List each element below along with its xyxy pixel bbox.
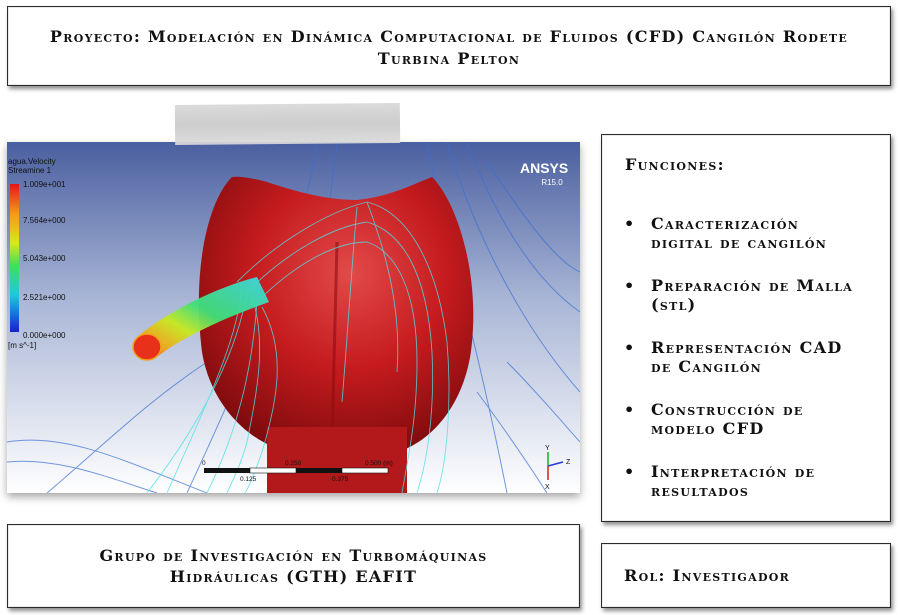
legend-tick: 7.564e+000 [23,216,66,225]
axis-label-x: X [545,484,550,491]
bullet-icon: • [624,400,636,419]
jet-nozzle [132,333,162,361]
legend-tick: 2.521e+000 [23,293,66,302]
bucket-streamlines [146,201,450,493]
legend-title: agua.Velocity [8,157,56,166]
ansys-version: R15.0 [541,178,563,187]
cfd-render: agua.Velocity Streamine 1 1.009e+001 7.5… [7,142,580,493]
rol-box: Rol: Investigador [601,543,891,608]
rol-label: Rol: Investigador [624,566,791,585]
tape-decoration [174,103,401,145]
legend-tick: 0.000e+000 [23,331,66,340]
bullet-icon: • [624,462,636,481]
scale-label: 0.125 [240,476,257,483]
project-title-line1: Proyecto: Modelación en Dinámica Computa… [49,27,849,46]
bullet-icon: • [624,214,636,233]
legend-tick: 5.043e+000 [23,254,66,263]
list-item: • Representación CAD de Cangilón [624,338,843,376]
axis-triad: Y Z X [545,445,571,491]
title-box: Proyecto: Modelación en Dinámica Computa… [7,6,891,86]
grupo-box: Grupo de Investigación en Turbomáquinas … [7,524,580,608]
legend-subtitle: Streamine 1 [8,166,52,175]
scale-label: 0.500 (m) [365,460,393,467]
scale-label: 0.375 [332,476,349,483]
grupo-text: Grupo de Investigación en Turbomáquinas … [8,545,579,587]
bullet-icon: • [624,338,636,357]
funciones-box: Funciones: • Caracterización digital de … [601,134,891,522]
scale-label: 0.250 [285,460,302,467]
list-item: • Preparación de Malla (stl) [624,276,854,314]
legend-tick: 1.009e+001 [23,180,66,189]
color-legend-bar [10,184,19,332]
project-title: Proyecto: Modelación en Dinámica Computa… [8,26,890,70]
project-title-line2: Turbina Pelton [377,49,521,68]
funciones-heading: Funciones: [625,155,725,174]
axis-label-y: Y [545,445,550,452]
list-item: • Interpretación de resultados [624,462,816,500]
grupo-line1: Grupo de Investigación en Turbomáquinas [99,546,488,565]
funciones-list: • Caracterización digital de cangilón • … [624,214,882,524]
scale-bar: 0 0.250 0.500 (m) 0.125 0.375 [202,460,393,483]
list-item: • Caracterización digital de cangilón [624,214,828,252]
cfd-streamline-image: agua.Velocity Streamine 1 1.009e+001 7.5… [7,142,580,493]
grupo-line2: Hidráulicas (GTH) EAFIT [169,567,418,586]
legend-units: [m s^-1] [8,341,36,350]
bucket-root [267,427,407,493]
bullet-icon: • [624,276,636,295]
water-jet [137,277,269,357]
ansys-logo: ANSYS [520,160,568,176]
list-item: • Construcción de modelo CFD [624,400,804,438]
scale-label: 0 [202,460,206,467]
axis-label-z: Z [566,459,571,466]
